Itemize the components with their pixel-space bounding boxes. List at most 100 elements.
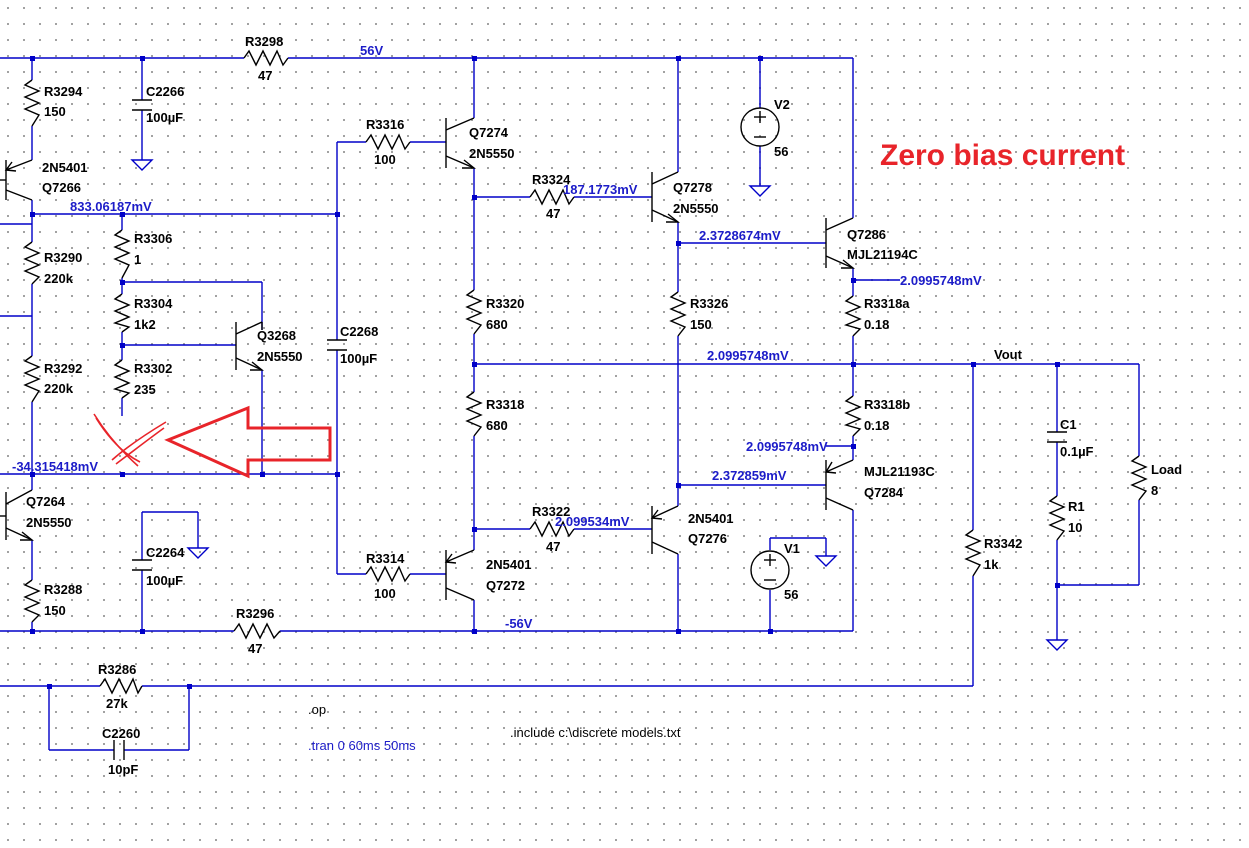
resistor-r3324[interactable] [529, 188, 575, 206]
capacitor-c2260[interactable] [113, 740, 125, 760]
net-label-vpos: 56V [360, 43, 383, 58]
resistor-r3306[interactable] [113, 229, 131, 279]
label-v2-name: V2 [774, 97, 790, 112]
label-r3302-name: R3302 [134, 361, 172, 376]
probe-2099mv-q7276: 2.099534mV [555, 514, 630, 529]
probe-187mv: 187.1773mV [563, 182, 638, 197]
resistor-r3314[interactable] [365, 565, 411, 583]
label-r3296-name: R3296 [236, 606, 274, 621]
transistor-q7284[interactable] [824, 459, 854, 511]
label-c2260-name: C2260 [102, 726, 140, 741]
resistor-r3288[interactable] [23, 579, 41, 623]
label-r3294-value: 150 [44, 104, 66, 119]
resistor-r3294[interactable] [23, 79, 41, 127]
resistor-r3290[interactable] [23, 241, 41, 285]
label-r3318b-value: 0.18 [864, 418, 889, 433]
transistor-q7264[interactable] [0, 489, 34, 541]
capacitor-c2268[interactable] [327, 339, 347, 351]
red-arrow [164, 405, 332, 479]
voltage-source-v1[interactable] [750, 550, 790, 590]
resistor-r3286[interactable] [99, 677, 143, 695]
label-r3342-name: R3342 [984, 536, 1022, 551]
resistor-r3318a[interactable] [843, 295, 862, 337]
capacitor-c2264[interactable] [132, 559, 152, 571]
label-q7278-name: Q7278 [673, 180, 712, 195]
transistor-q7286[interactable] [825, 217, 855, 269]
label-r3302-value: 235 [134, 382, 156, 397]
label-q7276-model: 2N5401 [688, 511, 734, 526]
label-r3320-value: 680 [486, 317, 508, 332]
label-c1-value: 0.1µF [1060, 444, 1094, 459]
label-r3322-name: R3322 [532, 504, 570, 519]
resistor-r3320[interactable] [465, 289, 483, 335]
label-r3288-value: 150 [44, 603, 66, 618]
directive-tran: .tran 0 60ms 50ms [308, 738, 416, 753]
label-r1-name: R1 [1068, 499, 1085, 514]
capacitor-c1[interactable] [1047, 431, 1067, 443]
directive-include: .include c:\discrete models.txt [510, 725, 681, 740]
resistor-load[interactable] [1130, 455, 1148, 501]
transistor-q7266[interactable] [0, 159, 33, 201]
label-q7266-name: Q7266 [42, 180, 81, 195]
annotation-title: Zero bias current [880, 139, 1125, 172]
label-r3314-value: 100 [374, 586, 396, 601]
label-c2260-value: 10pF [108, 762, 138, 777]
probe-2372mv-bottom: 2.372859mV [712, 468, 787, 483]
label-r3292-name: R3292 [44, 361, 82, 376]
resistor-r3318b[interactable] [843, 395, 862, 437]
label-r3306-name: R3306 [134, 231, 172, 246]
label-r3288-name: R3288 [44, 582, 82, 597]
ground-symbol [1045, 639, 1069, 651]
label-q7276-name: Q7276 [688, 531, 727, 546]
label-r3342-value: 1k [984, 557, 999, 572]
resistor-r3296[interactable] [233, 622, 281, 640]
label-q7266-model: 2N5401 [42, 160, 88, 175]
voltage-sources [740, 107, 790, 590]
label-q7264-model: 2N5550 [26, 515, 72, 530]
directive-op: .op [308, 702, 326, 717]
label-v1-value: 56 [784, 587, 798, 602]
ground-symbol [186, 547, 210, 559]
label-r3316-name: R3316 [366, 117, 404, 132]
probe-2099mv-vout: 2.0995748mV [707, 348, 789, 363]
transistor-q3268[interactable] [235, 321, 264, 371]
labels: Zero bias current 56V -56V Vout 833.0618… [12, 34, 1182, 777]
resistor-r3316[interactable] [365, 133, 411, 151]
transistor-q7276[interactable] [650, 505, 679, 555]
resistor-r3304[interactable] [112, 293, 131, 333]
net-label-vneg: -56V [505, 616, 533, 631]
label-r3318a-name: R3318a [864, 296, 910, 311]
grounds [130, 159, 1069, 651]
red-annotations [93, 405, 332, 479]
resistor-r3302[interactable] [112, 359, 131, 399]
probe-2372mv-top: 2.3728674mV [699, 228, 781, 243]
transistor-q7272[interactable] [444, 549, 475, 601]
resistor-r3322[interactable] [529, 520, 575, 538]
label-r3326-value: 150 [690, 317, 712, 332]
net-label-vout: Vout [994, 347, 1023, 362]
label-q7274-model: 2N5550 [469, 146, 515, 161]
label-c2264-name: C2264 [146, 545, 185, 560]
voltage-source-v2[interactable] [740, 107, 780, 147]
junctions [30, 56, 1060, 689]
resistor-r3342[interactable] [964, 529, 982, 577]
label-q7274-name: Q7274 [469, 125, 509, 140]
label-c2266-name: C2266 [146, 84, 184, 99]
resistor-r3318[interactable] [465, 391, 483, 437]
label-c2268-value: 100µF [340, 351, 377, 366]
transistor-q7278[interactable] [651, 171, 680, 223]
label-r3304-value: 1k2 [134, 317, 156, 332]
label-r3290-name: R3290 [44, 250, 82, 265]
label-c1-name: C1 [1060, 417, 1077, 432]
resistor-r3298[interactable] [243, 49, 289, 67]
label-q7284-model: MJL21193C [864, 464, 935, 479]
resistor-r1[interactable] [1048, 495, 1066, 541]
resistor-r3292[interactable] [23, 355, 41, 403]
label-v1-name: V1 [784, 541, 800, 556]
transistor-q7274[interactable] [445, 117, 476, 169]
label-r3290-value: 220k [44, 271, 74, 286]
label-v2-value: 56 [774, 144, 788, 159]
resistor-r3326[interactable] [669, 291, 687, 337]
capacitor-c2266[interactable] [132, 99, 152, 111]
label-r3316-value: 100 [374, 152, 396, 167]
